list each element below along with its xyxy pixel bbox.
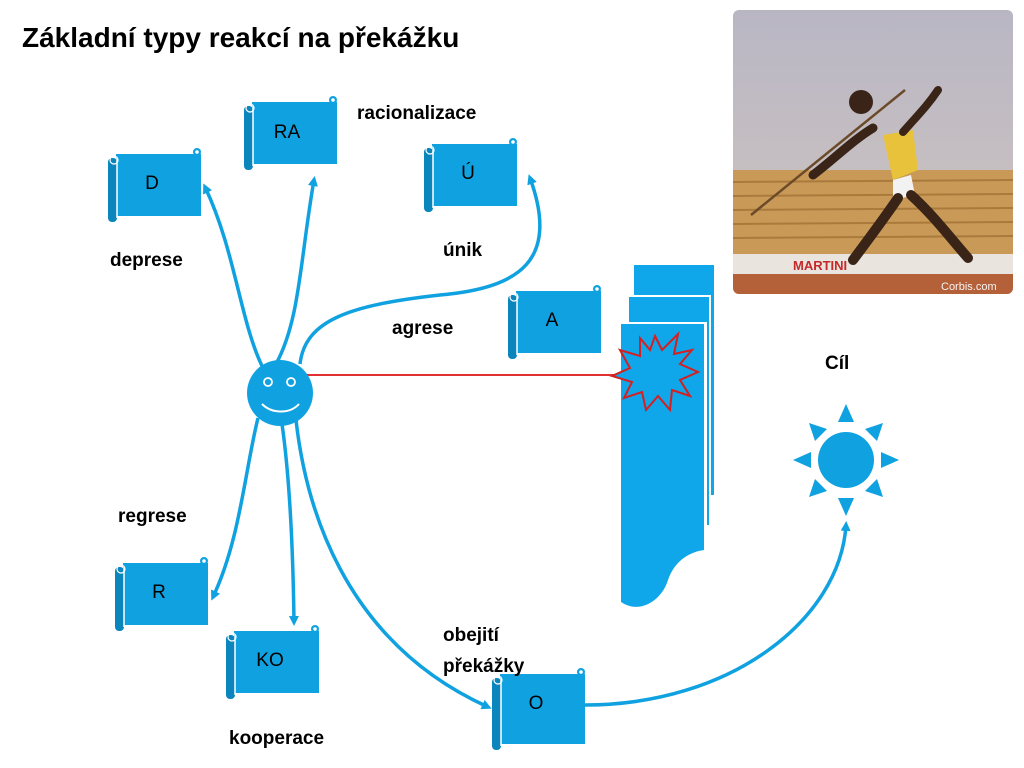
caption-agrese: agrese: [392, 318, 454, 339]
path-to-ko: [280, 423, 299, 626]
caption-regrese: regrese: [118, 506, 187, 527]
path-to-u: [298, 174, 542, 365]
barrier-sheets: [619, 265, 714, 607]
caption-obejiti: obejití: [443, 625, 499, 646]
scroll-node-a: [508, 285, 601, 359]
node-u-label: Ú: [461, 163, 475, 184]
caption-racionalizace: racionalizace: [357, 103, 477, 124]
photo-banner: MARTINI: [793, 258, 847, 273]
scroll-node-o: [492, 668, 585, 750]
caption-kooperace: kooperace: [229, 728, 325, 749]
path-to-ra: [274, 176, 318, 365]
node-ra-label: RA: [273, 122, 301, 143]
node-ko-label: KO: [256, 650, 284, 671]
node-o-label: O: [528, 693, 544, 714]
scroll-node-ra: [244, 96, 337, 170]
scroll-node-r: [115, 557, 208, 631]
javelin-thrower-photo: MARTINI Corbis.com: [733, 10, 1013, 294]
node-r-label: R: [152, 582, 166, 603]
node-d-label: D: [145, 173, 159, 194]
path-to-o: [294, 419, 492, 710]
slide-title: Základní typy reakcí na překážku: [22, 22, 460, 53]
path-to-d: [203, 183, 264, 367]
goal-label: Cíl: [825, 353, 850, 374]
caption-prekazky: překážky: [443, 656, 525, 677]
path-o-to-goal: [584, 521, 851, 707]
caption-unik: únik: [443, 240, 483, 261]
scroll-node-u: [424, 138, 517, 212]
scroll-node-ko: [226, 625, 319, 699]
collision-burst-icon: [609, 330, 701, 413]
smiley-face-icon: [247, 360, 313, 426]
photo-watermark: Corbis.com: [941, 281, 997, 293]
scroll-node-d: [108, 148, 201, 222]
node-a-label: A: [545, 310, 559, 331]
reaction-paths: [203, 174, 851, 710]
path-to-r: [211, 417, 260, 601]
caption-deprese: deprese: [110, 250, 183, 271]
goal-sun-icon: [793, 404, 899, 516]
